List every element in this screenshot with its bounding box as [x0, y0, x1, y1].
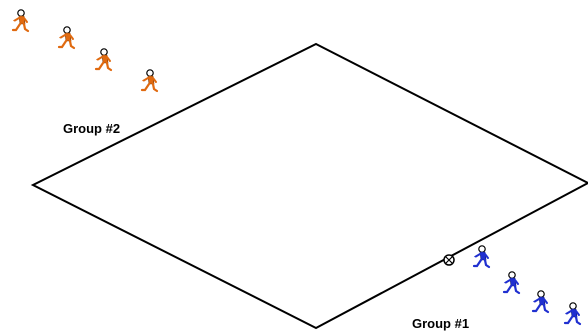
soccer-ball-icon[interactable]: [443, 254, 455, 266]
walking-person-icon[interactable]: [57, 25, 76, 50]
walking-person-icon[interactable]: [502, 270, 521, 295]
field-outline: [30, 42, 588, 330]
group-1-players: [472, 244, 582, 326]
walking-person-icon[interactable]: [11, 8, 30, 33]
walking-person-icon[interactable]: [140, 68, 159, 93]
group-2-label: Group #2: [63, 121, 120, 136]
walking-person-icon[interactable]: [472, 244, 491, 269]
group-1-label: Group #1: [412, 316, 469, 331]
group-2-players: [11, 8, 159, 93]
walking-person-icon[interactable]: [531, 289, 550, 314]
walking-person-icon[interactable]: [563, 301, 582, 326]
walking-person-icon[interactable]: [94, 47, 113, 72]
